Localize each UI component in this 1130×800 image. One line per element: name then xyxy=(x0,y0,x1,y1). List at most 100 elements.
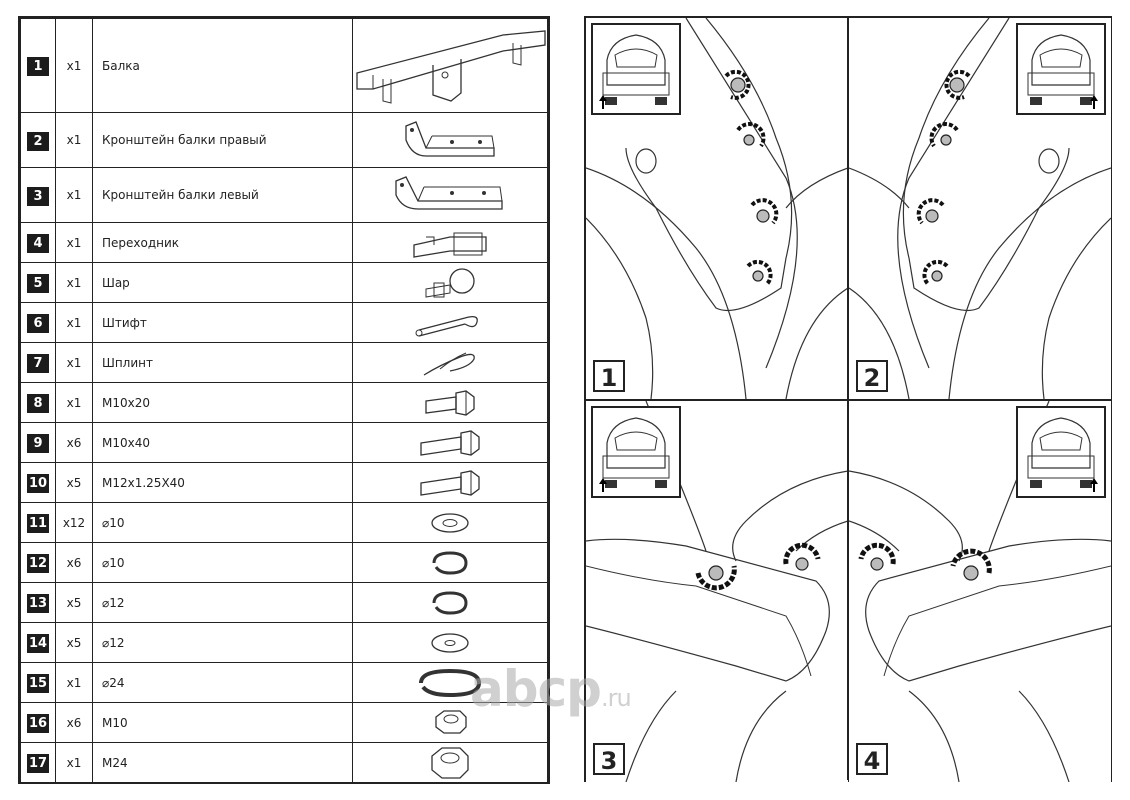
step-number-3: 3 xyxy=(593,743,625,775)
part-number-cell: 9 xyxy=(20,422,56,463)
table-row: 11 x12⌀10 xyxy=(20,502,548,543)
part-name: ⌀10 xyxy=(92,502,353,543)
part-name: ⌀12 xyxy=(92,622,353,663)
part-number: 13 xyxy=(26,594,50,613)
part-name: Шар xyxy=(92,262,353,303)
part-quantity: x1 xyxy=(55,222,93,263)
part-quantity: x1 xyxy=(55,167,93,223)
part-quantity: x5 xyxy=(55,582,93,623)
part-number: 7 xyxy=(27,354,49,373)
part-name: Кронштейн балки левый xyxy=(92,167,353,223)
part-number-cell: 10 xyxy=(20,462,56,503)
step-4-illustration xyxy=(849,401,1111,782)
part-number: 5 xyxy=(27,274,49,293)
part-number: 15 xyxy=(26,674,50,693)
part-illustration xyxy=(352,302,548,343)
part-number: 2 xyxy=(27,131,49,151)
part-number: 17 xyxy=(26,754,50,773)
part-illustration xyxy=(352,167,548,223)
part-quantity: x1 xyxy=(55,18,93,113)
panel-divider-horizontal xyxy=(586,399,1110,401)
part-name: M24 xyxy=(92,742,353,783)
part-drawing-icon xyxy=(415,315,478,337)
step-panel-3: 3 xyxy=(586,401,848,782)
part-drawing-icon xyxy=(413,232,487,258)
part-number-cell: 16 xyxy=(20,702,56,743)
table-row: 13 x5⌀12 xyxy=(20,582,548,623)
part-quantity: x6 xyxy=(55,542,93,583)
part-illustration xyxy=(352,502,548,543)
step-number-2: 2 xyxy=(856,360,888,392)
part-illustration xyxy=(352,222,548,263)
part-number-cell: 5 xyxy=(20,262,56,303)
car-rear-icon xyxy=(1027,417,1098,492)
car-rear-icon xyxy=(1027,34,1098,109)
part-name: ⌀24 xyxy=(92,662,353,703)
installation-steps: 1 xyxy=(584,16,1112,782)
part-drawing-icon xyxy=(395,176,503,210)
part-drawing-icon xyxy=(405,121,495,157)
part-quantity: x1 xyxy=(55,112,93,168)
step-panel-2: 2 xyxy=(849,18,1111,399)
part-name: Шплинт xyxy=(92,342,353,383)
part-name: Кронштейн балки правый xyxy=(92,112,353,168)
part-quantity: x1 xyxy=(55,662,93,703)
part-illustration xyxy=(352,622,548,663)
part-number-cell: 15 xyxy=(20,662,56,703)
part-drawing-icon xyxy=(431,632,469,653)
table-row: 14 x5⌀12 xyxy=(20,622,548,663)
part-quantity: x1 xyxy=(55,742,93,783)
part-quantity: x1 xyxy=(55,262,93,303)
car-rear-view-inset xyxy=(591,23,681,115)
part-number-cell: 3 xyxy=(20,167,56,223)
part-illustration xyxy=(352,262,548,303)
part-number-cell: 8 xyxy=(20,382,56,423)
part-number: 14 xyxy=(26,634,50,653)
step-2-illustration xyxy=(849,18,1111,399)
part-number: 6 xyxy=(27,314,49,333)
part-quantity: x1 xyxy=(55,382,93,423)
part-illustration xyxy=(352,702,548,743)
part-number-cell: 12 xyxy=(20,542,56,583)
part-drawing-icon xyxy=(425,389,475,416)
watermark-brand: abcp xyxy=(470,660,602,718)
part-name: ⌀12 xyxy=(92,582,353,623)
part-number: 16 xyxy=(26,714,50,733)
part-illustration xyxy=(352,742,548,783)
part-number-cell: 6 xyxy=(20,302,56,343)
part-name: M10 xyxy=(92,702,353,743)
step-1-illustration xyxy=(586,18,848,399)
part-name: M12x1.25X40 xyxy=(92,462,353,503)
part-number-cell: 13 xyxy=(20,582,56,623)
watermark-logo: abcp.ru xyxy=(470,660,632,718)
part-name: Штифт xyxy=(92,302,353,343)
part-drawing-icon xyxy=(432,550,468,575)
part-illustration xyxy=(352,422,548,463)
part-quantity: x5 xyxy=(55,622,93,663)
part-illustration xyxy=(352,112,548,168)
part-quantity: x5 xyxy=(55,462,93,503)
part-quantity: x6 xyxy=(55,702,93,743)
watermark-tld: .ru xyxy=(600,684,632,712)
part-quantity: x12 xyxy=(55,502,93,543)
part-drawing-icon xyxy=(425,267,475,298)
part-name: Переходник xyxy=(92,222,353,263)
car-rear-icon xyxy=(599,417,670,492)
part-name: M10x20 xyxy=(92,382,353,423)
part-name: Балка xyxy=(92,18,353,113)
step-number-4: 4 xyxy=(856,743,888,775)
part-name: M10x40 xyxy=(92,422,353,463)
car-rear-icon xyxy=(599,34,670,109)
part-number: 11 xyxy=(26,514,50,533)
